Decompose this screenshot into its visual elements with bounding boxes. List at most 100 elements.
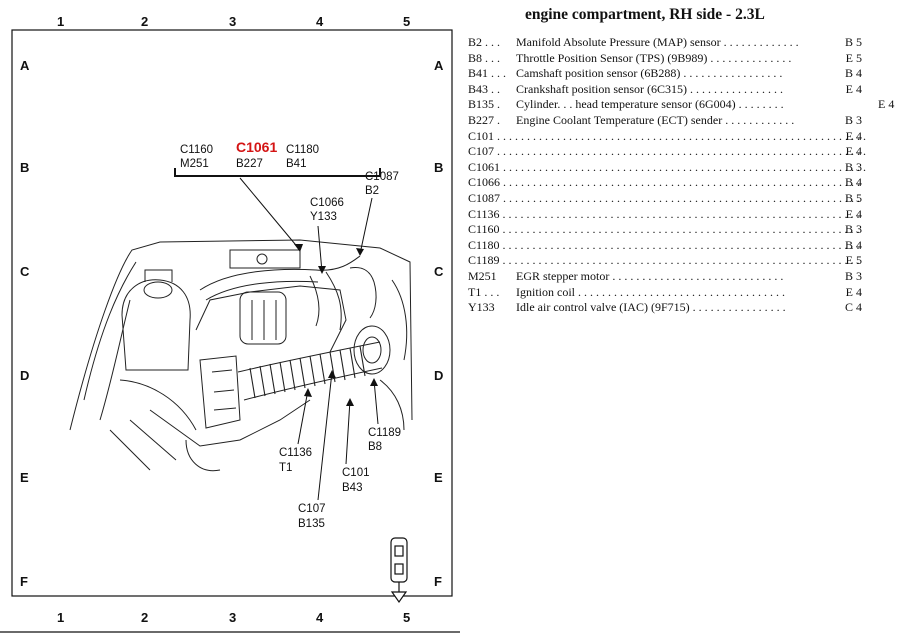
legend-description: Manifold Absolute Pressure (MAP) sensor … (516, 35, 799, 49)
callout-b41: B41 (286, 158, 306, 170)
legend-location: B 3 (844, 222, 862, 237)
legend-description: Ignition coil . . . . . . . . . . . . . … (516, 284, 785, 299)
legend-code: C1087 . . . . . . . . . . . . . . . . . … (468, 191, 861, 205)
legend-code: B2 . . . (468, 35, 501, 49)
legend-row: C1087 . . . . . . . . . . . . . . . . . … (468, 191, 868, 206)
legend-title: engine compartment, RH side - 2.3L (525, 6, 765, 23)
legend-description: EGR stepper motor . . . . . . . . . . . … (516, 269, 784, 283)
callout-b8: B8 (368, 441, 382, 453)
legend-location: E 4 (845, 144, 862, 159)
legend-code: C1160 . . . . . . . . . . . . . . . . . … (468, 222, 860, 237)
legend-row: C107 . . . . . . . . . . . . . . . . . .… (468, 144, 868, 159)
grid-col-bottom-2: 2 (141, 610, 148, 625)
legend-code: C1189 . . . . . . . . . . . . . . . . . … (468, 253, 860, 268)
grid-row-right-E: E (434, 470, 443, 485)
callout-c1136: C1136 (279, 447, 312, 459)
engine-diagram: 1 2 3 4 5 1 2 3 4 5 A B C D E F A B C D … (0, 14, 460, 633)
grid-row-left-E: E (20, 470, 29, 485)
grid-row-left-A: A (20, 58, 30, 73)
connector-bracket (174, 168, 381, 177)
legend-code: C107 . . . . . . . . . . . . . . . . . .… (468, 144, 867, 159)
legend-row: C1061 . . . . . . . . . . . . . . . . . … (468, 160, 868, 175)
callout-y133: Y133 (310, 211, 337, 223)
legend-code: C1066 . . . . . . . . . . . . . . . . . … (468, 175, 861, 190)
legend-code: B8 . . . (468, 50, 501, 65)
legend-description: Camshaft position sensor (6B288) . . . .… (516, 66, 783, 81)
legend-code: C101 . . . . . . . . . . . . . . . . . .… (468, 128, 867, 143)
grid-col-bottom-3: 3 (229, 610, 236, 625)
legend-code: T1 . . . (468, 284, 500, 299)
legend-location: E 4 (845, 206, 862, 221)
grid-row-right-F: F (434, 574, 442, 589)
grid-col-top-1: 1 (57, 14, 64, 29)
grid-col-top-4: 4 (316, 14, 324, 29)
grid-col-top-3: 3 (229, 14, 236, 29)
grid-col-bottom-5: 5 (403, 610, 410, 625)
legend-location: B 3 (844, 269, 862, 283)
legend-row: C1066 . . . . . . . . . . . . . . . . . … (468, 175, 868, 190)
legend-description: Crankshaft position sensor (6C315) . . .… (516, 81, 783, 96)
component-legend: engine compartment, RH side - 2.3L B2 . … (468, 0, 900, 643)
callout-c1160: C1160 (180, 144, 213, 156)
leader-lines (239, 177, 379, 501)
callout-m251: M251 (180, 158, 209, 170)
legend-location: B 3 (844, 159, 862, 174)
legend-row: B43 . . Crankshaft position sensor (6C315… (468, 82, 868, 97)
grid-row-left-D: D (20, 368, 29, 383)
legend-location: E 4 (845, 284, 862, 299)
legend-location: E 5 (845, 50, 862, 65)
legend-code: C1136 . . . . . . . . . . . . . . . . . … (468, 206, 860, 221)
grid-col-bottom-4: 4 (316, 610, 324, 625)
callout-c1189: C1189 (368, 427, 401, 439)
legend-code: B43 . . (468, 81, 501, 96)
legend-location: E 4 (845, 128, 862, 143)
legend-code: C1061 . . . . . . . . . . . . . . . . . … (468, 159, 867, 174)
diagram-frame (11, 29, 453, 597)
grid-col-bottom-1: 1 (57, 610, 64, 625)
callout-c1066: C1066 (310, 197, 344, 209)
legend-row: B41 . . .Camshaft position sensor (6B288… (468, 66, 868, 81)
legend-row: T1 . . . Ignition coil . . . . . . . . . … (468, 285, 868, 300)
callout-c107: C107 (298, 503, 326, 515)
legend-location: B 4 (844, 175, 862, 190)
legend-code: Y133 (468, 300, 495, 315)
grid-col-top-2: 2 (141, 14, 148, 29)
callout-c1061: C1061 (236, 139, 277, 155)
legend-location: E 4 (845, 81, 862, 96)
grid-row-right-A: A (434, 58, 444, 73)
legend-description: Throttle Position Sensor (TPS) (9B989) .… (516, 50, 792, 65)
legend-row: C1189 . . . . . . . . . . . . . . . . . … (468, 253, 868, 268)
grid-row-left-C: C (20, 264, 30, 279)
grid-row-right-C: C (434, 264, 444, 279)
legend-row: C1180 . . . . . . . . . . . . . . . . . … (468, 238, 868, 253)
legend-row: C101 . . . . . . . . . . . . . . . . . .… (468, 129, 868, 144)
legend-location: B 4 (844, 66, 862, 81)
legend-location: B 3 (844, 113, 862, 127)
legend-location: C 4 (844, 300, 862, 315)
legend-code: B227 . (468, 113, 501, 127)
legend-row: B227 . Engine Coolant Temperature (ECT) s… (468, 113, 868, 128)
legend-location: B 5 (844, 191, 862, 205)
grid-col-top-5: 5 (403, 14, 410, 29)
callout-t1: T1 (279, 462, 292, 474)
legend-row: B2 . . . Manifold Absolute Pressure (MAP)… (468, 35, 868, 50)
legend-location: E 4 (878, 97, 895, 112)
legend-row: Y133 Idle air control valve (IAC) (9F715)… (468, 300, 868, 315)
legend-location: B 5 (844, 35, 862, 49)
callout-b2: B2 (365, 185, 379, 197)
callout-c1180: C1180 (286, 144, 319, 156)
legend-row: C1136 . . . . . . . . . . . . . . . . . … (468, 207, 868, 222)
vehicle-orientation-icon (390, 537, 408, 604)
legend-code: M251 (468, 269, 497, 283)
callout-c101: C101 (342, 467, 370, 479)
engine-illustration (69, 239, 413, 472)
legend-location: E 5 (845, 253, 862, 268)
leader-arrowheads (294, 244, 378, 406)
legend-description: Engine Coolant Temperature (ECT) sender … (516, 113, 795, 127)
grid-row-right-D: D (434, 368, 443, 383)
legend-row: B8 . . . Throttle Position Sensor (TPS) (… (468, 51, 868, 66)
legend-description: Idle air control valve (IAC) (9F715) . .… (516, 300, 786, 315)
legend-code: B135 . (468, 97, 501, 112)
legend-row: B135 .Cylinder. . . head temperature sen… (468, 97, 894, 112)
callout-c1087: C1087 (365, 171, 399, 183)
